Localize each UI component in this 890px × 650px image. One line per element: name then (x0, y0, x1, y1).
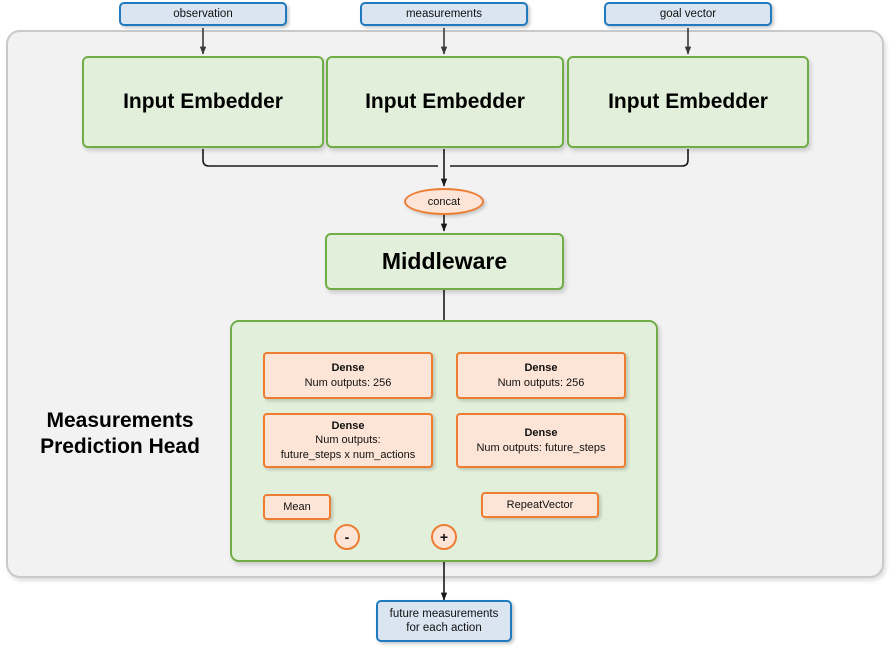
head-title-line1: Measurements (46, 409, 194, 432)
dense-right-2-detail: Num outputs: future_steps (476, 441, 606, 454)
mean-box[interactable]: Mean (263, 494, 331, 520)
dense-left-1-detail: Num outputs: 256 (304, 376, 392, 389)
input-embedder-observation[interactable]: Input Embedder (82, 56, 324, 148)
input-embedder-measurements-label: Input Embedder (365, 90, 525, 113)
add-operator[interactable]: + (431, 524, 457, 550)
dense-right-1-detail: Num outputs: 256 (497, 376, 585, 389)
repeat-vector-label: RepeatVector (506, 498, 574, 511)
dense-right-2[interactable]: Dense Num outputs: future_steps (456, 413, 626, 468)
input-embedder-measurements[interactable]: Input Embedder (326, 56, 564, 148)
input-box-measurements-label: measurements (405, 7, 483, 20)
input-embedder-goal-vector[interactable]: Input Embedder (567, 56, 809, 148)
dense-left-2-title: Dense (331, 419, 365, 432)
output-box-line1: future measurements (389, 607, 499, 620)
head-title: Measurements Prediction Head (20, 408, 220, 461)
subtract-operator[interactable]: - (334, 524, 360, 550)
subtract-operator-label: - (344, 529, 350, 545)
input-box-observation-label: observation (173, 7, 233, 20)
dense-left-2[interactable]: Dense Num outputs: future_steps x num_ac… (263, 413, 433, 468)
input-box-goal-vector[interactable]: goal vector (604, 2, 772, 26)
dense-left-2-detail-line2: future_steps x num_actions (280, 448, 416, 461)
input-embedder-observation-label: Input Embedder (123, 90, 283, 113)
input-box-observation[interactable]: observation (119, 2, 287, 26)
output-box-line2: for each action (406, 622, 482, 634)
head-title-line2: Prediction Head (40, 435, 200, 459)
dense-right-2-title: Dense (524, 426, 558, 439)
dense-right-1[interactable]: Dense Num outputs: 256 (456, 352, 626, 399)
input-box-goal-vector-label: goal vector (659, 7, 717, 20)
output-box-future-measurements[interactable]: future measurements for each action (376, 600, 512, 642)
input-embedder-goal-vector-label: Input Embedder (608, 90, 768, 113)
middleware-label: Middleware (381, 248, 508, 274)
dense-right-1-title: Dense (524, 361, 558, 374)
repeat-vector-box[interactable]: RepeatVector (481, 492, 599, 518)
dense-left-2-detail-line1: Num outputs: (315, 434, 381, 447)
concat-node-label: concat (427, 195, 461, 208)
input-box-measurements[interactable]: measurements (360, 2, 528, 26)
middleware-box[interactable]: Middleware (325, 233, 564, 290)
concat-node[interactable]: concat (404, 188, 484, 215)
add-operator-label: + (439, 529, 449, 545)
mean-box-label: Mean (283, 500, 311, 513)
dense-left-1-title: Dense (331, 361, 365, 374)
dense-left-1[interactable]: Dense Num outputs: 256 (263, 352, 433, 399)
